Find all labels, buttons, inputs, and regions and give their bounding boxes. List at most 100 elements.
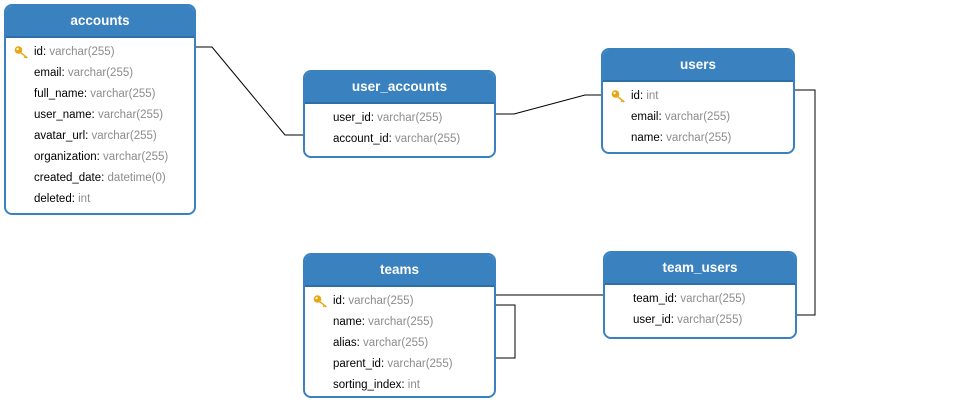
field-name: name (631, 132, 660, 144)
field-name: id (333, 295, 342, 307)
field-type: int (407, 379, 420, 391)
field-type: varchar(255) (91, 130, 157, 142)
field-name: email (34, 67, 62, 79)
field-separator: : (401, 379, 408, 391)
field-name: parent_id (333, 358, 381, 370)
field-type: varchar(255) (348, 295, 414, 307)
field-separator: : (670, 314, 678, 326)
table-title: accounts (6, 6, 194, 38)
field-type: varchar(255) (368, 316, 434, 328)
table-title: teams (305, 255, 494, 287)
field-name: team_id (633, 293, 674, 305)
field-row-account-id[interactable]: account_id: varchar(255) (305, 129, 494, 150)
field-name: sorting_index (333, 379, 402, 391)
field-name: deleted (34, 193, 72, 205)
primary-key-icon (611, 89, 627, 103)
field-row-user-id[interactable]: user_id: varchar(255) (305, 108, 494, 129)
field-separator: : (85, 130, 92, 142)
field-row-avatar-url[interactable]: avatar_url: varchar(255) (6, 126, 194, 147)
field-type: varchar(255) (387, 358, 453, 370)
field-row-name[interactable]: name: varchar(255) (603, 128, 793, 149)
field-name: full_name (34, 88, 84, 100)
field-row-id[interactable]: id: int (603, 86, 793, 107)
field-row-id[interactable]: id: varchar(255) (305, 291, 494, 312)
table-accounts[interactable]: accounts id: varchar(255)email: varchar(… (4, 4, 196, 215)
field-separator: : (91, 109, 98, 121)
field-separator: : (341, 295, 349, 307)
table-title: users (603, 50, 793, 82)
field-separator: : (71, 193, 79, 205)
field-separator: : (361, 316, 369, 328)
connector-users-team-users (794, 89, 816, 316)
field-row-user-id[interactable]: user_id: varchar(255) (605, 310, 795, 331)
field-type: varchar(255) (677, 314, 743, 326)
field-type: int (78, 193, 91, 205)
field-separator: : (388, 133, 396, 145)
field-separator: : (659, 132, 667, 144)
field-type: varchar(255) (680, 293, 746, 305)
field-list: team_id: varchar(255)user_id: varchar(25… (605, 285, 795, 331)
field-type: varchar(255) (395, 133, 461, 145)
field-row-parent-id[interactable]: parent_id: varchar(255) (305, 354, 494, 375)
field-separator: : (673, 293, 681, 305)
field-type: varchar(255) (666, 132, 732, 144)
field-name: user_id (333, 112, 371, 124)
field-type: datetime(0) (107, 172, 166, 184)
field-row-name[interactable]: name: varchar(255) (305, 312, 494, 333)
field-type: varchar(255) (67, 67, 134, 79)
field-type: varchar(255) (377, 112, 443, 124)
field-name: account_id (333, 133, 389, 145)
field-name: organization (34, 151, 97, 163)
field-separator: : (83, 88, 91, 100)
field-row-alias[interactable]: alias: varchar(255) (305, 333, 494, 354)
field-separator: : (101, 172, 108, 184)
table-title: team_users (605, 253, 795, 285)
field-separator: : (61, 67, 68, 79)
field-list: id: varchar(255)email: varchar(255)full_… (6, 38, 194, 210)
connector-teams-self-reference (495, 304, 516, 359)
table-teams[interactable]: teams id: varchar(255)name: varchar(255)… (303, 253, 496, 398)
field-type: varchar(255) (90, 88, 156, 100)
field-name: user_name (34, 109, 92, 121)
field-row-user-name[interactable]: user_name: varchar(255) (6, 105, 194, 126)
field-name: avatar_url (34, 130, 86, 142)
connector-accounts-user-accounts (195, 46, 303, 136)
field-separator: : (658, 111, 665, 123)
field-name: created_date (34, 172, 102, 184)
primary-key-icon (14, 45, 30, 59)
field-type: varchar(255) (97, 109, 164, 121)
field-separator: : (639, 90, 647, 102)
field-row-id[interactable]: id: varchar(255) (6, 42, 194, 63)
field-name: email (631, 111, 659, 123)
field-row-email[interactable]: email: varchar(255) (603, 107, 793, 128)
field-name: name (333, 316, 362, 328)
primary-key-icon (313, 294, 329, 308)
field-row-full-name[interactable]: full_name: varchar(255) (6, 84, 194, 105)
field-row-organization[interactable]: organization: varchar(255) (6, 147, 194, 168)
field-type: int (646, 90, 659, 102)
field-name: id (631, 90, 640, 102)
field-type: varchar(255) (49, 46, 115, 58)
table-user-accounts[interactable]: user_accounts user_id: varchar(255)accou… (303, 70, 496, 158)
field-separator: : (380, 358, 388, 370)
field-row-email[interactable]: email: varchar(255) (6, 63, 194, 84)
field-list: id: varchar(255)name: varchar(255)alias:… (305, 287, 494, 396)
field-separator: : (356, 337, 364, 349)
field-list: user_id: varchar(255)account_id: varchar… (305, 104, 494, 150)
field-type: varchar(255) (363, 337, 429, 349)
field-row-sorting-index[interactable]: sorting_index: int (305, 375, 494, 396)
field-separator: : (370, 112, 378, 124)
table-team-users[interactable]: team_users team_id: varchar(255)user_id:… (603, 251, 797, 339)
field-row-team-id[interactable]: team_id: varchar(255) (605, 289, 795, 310)
field-separator: : (42, 46, 50, 58)
field-type: varchar(255) (103, 151, 169, 163)
field-name: id (34, 46, 43, 58)
table-title: user_accounts (305, 72, 494, 104)
field-name: alias (333, 337, 357, 349)
field-row-created-date[interactable]: created_date: datetime(0) (6, 168, 194, 189)
field-name: user_id (633, 314, 671, 326)
field-row-deleted[interactable]: deleted: int (6, 189, 194, 210)
